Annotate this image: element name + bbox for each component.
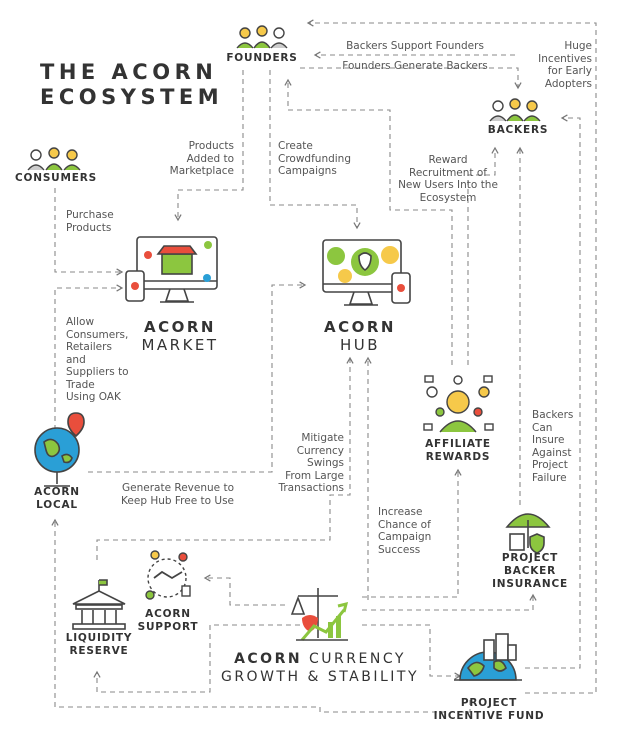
edge-purchase-products (54, 188, 124, 276)
affiliate-network-icon (423, 375, 494, 433)
edge-reward-recruitment (284, 78, 453, 365)
currency-brand: ACORN (234, 651, 303, 667)
edge-currency-to-liquidity (93, 624, 300, 693)
edge-label-backers-insure: Backers Can Insure Against Project Failu… (532, 409, 574, 484)
incentive-fund-globe-icon (454, 633, 522, 681)
diagram-title: THE ACORN ECOSYSTEM (40, 60, 224, 109)
edge-allow-trade (54, 284, 124, 430)
edge-founders-generate-backers (300, 67, 522, 90)
hub-label: ACORN HUB (308, 318, 412, 354)
edge-create-crowdfunding (269, 70, 361, 230)
edge-label-purchase-products: Purchase Products (66, 209, 114, 234)
edge-products-added (174, 70, 244, 222)
liquidity-reserve-bank-icon (72, 579, 126, 630)
edge-currency-to-affiliate (362, 468, 462, 598)
edge-fund-to-backers (525, 114, 581, 669)
consumers-label: CONSUMERS (15, 172, 97, 184)
edge-label-reward-recruitment: Reward Recruitment of New Users Into the… (398, 154, 498, 204)
edge-label-products-added: Products Added to Marketplace (169, 140, 234, 177)
project-incentive-fund-label: PROJECT INCENTIVE FUND (433, 697, 545, 722)
edge-label-generate-revenue: Generate Revenue to Keep Hub Free to Use (121, 482, 234, 507)
backers-people-icon (489, 98, 541, 122)
edge-label-founders-generate-backers: Founders Generate Backers (342, 60, 488, 72)
consumers-people-icon (27, 147, 81, 171)
edge-label-huge-incentives: Huge Incentives for Early Adopters (538, 40, 592, 90)
edge-label-increase-chance: Increase Chance of Campaign Success (378, 506, 432, 556)
edge-affiliate-to-backers (467, 146, 499, 365)
market-label: ACORN MARKET (128, 318, 232, 354)
backers-label: BACKERS (487, 124, 549, 136)
market-monitor-icon (125, 236, 218, 303)
edge-currency-to-fund (362, 624, 462, 680)
currency-line1: CURRENCY (309, 651, 406, 667)
currency-label: ACORN CURRENCY GROWTH & STABILITY (212, 650, 428, 686)
edge-huge-incentives-to-founders (306, 19, 597, 694)
project-backer-insurance-label: PROJECT BACKER INSURANCE (492, 552, 568, 590)
acorn-support-label: ACORN SUPPORT (137, 608, 199, 633)
edge-generate-revenue (88, 281, 307, 473)
affiliate-rewards-label: AFFILIATE REWARDS (425, 438, 491, 463)
founders-people-icon (236, 25, 288, 49)
edge-fund-to-local (51, 518, 471, 713)
liquidity-reserve-label: LIQUIDITY RESERVE (65, 632, 133, 657)
edge-label-backers-support-founders: Backers Support Founders (346, 40, 484, 52)
currency-balance-chart-icon (290, 588, 349, 641)
edge-label-create-crowdfunding: Create Crowdfunding Campaigns (278, 140, 352, 177)
market-brand: ACORN (144, 318, 216, 336)
currency-line2: GROWTH & STABILITY (220, 669, 420, 685)
acorn-local-globe-icon (34, 412, 85, 487)
hub-monitor-icon (322, 239, 411, 306)
edge-label-allow-consumers: Allow Consumers, Retailers and Suppliers… (66, 316, 129, 403)
acorn-support-handshake-icon (145, 550, 191, 600)
edge-label-mitigate-currency: Mitigate Currency Swings From Large Tran… (278, 432, 344, 494)
acorn-local-label: ACORN LOCAL (34, 486, 80, 511)
founders-label: FOUNDERS (226, 52, 298, 64)
edge-currency-to-support (203, 574, 285, 606)
hub-sub: HUB (339, 336, 381, 354)
market-sub: MARKET (141, 336, 219, 354)
edge-currency-to-insurance (362, 593, 537, 611)
insurance-umbrella-icon (505, 513, 551, 554)
hub-brand: ACORN (324, 318, 396, 336)
